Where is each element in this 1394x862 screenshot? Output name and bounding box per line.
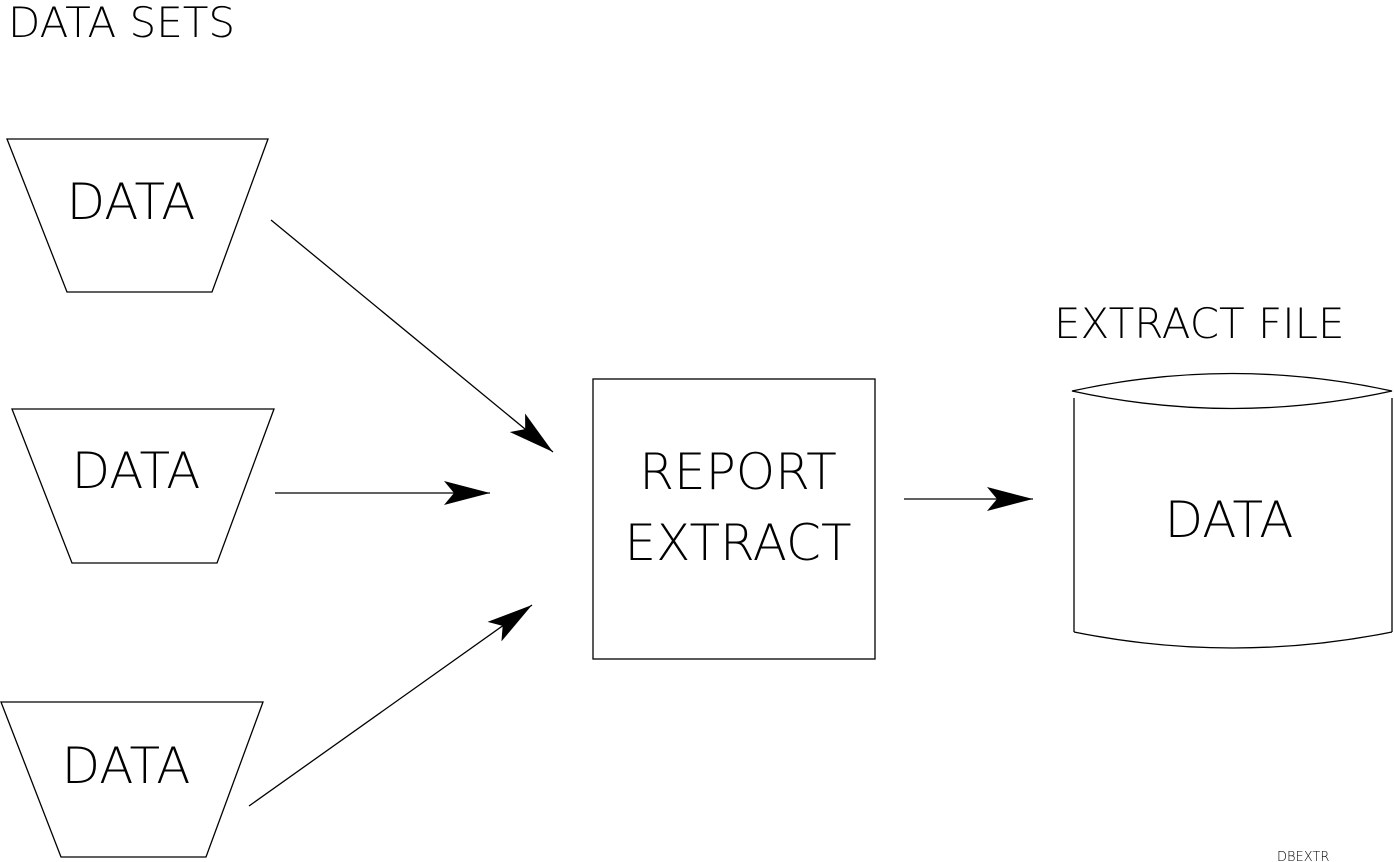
data-set-label: DATA <box>62 737 191 795</box>
arrow-data1-to-extract <box>270 219 554 453</box>
process-label-line1: REPORT <box>639 443 837 501</box>
data-set-2: DATA <box>11 408 275 564</box>
cylinder-top <box>1071 372 1393 410</box>
process-label-line2: EXTRACT <box>624 514 851 572</box>
data-set-1: DATA <box>6 138 269 293</box>
arrow-data3-to-extract <box>248 604 533 807</box>
extract-file-title: EXTRACT FILE <box>1054 299 1345 348</box>
data-set-shape <box>0 701 264 858</box>
data-set-label: DATA <box>72 442 201 500</box>
data-set-shape <box>11 408 275 564</box>
data-sets-title: DATA SETS <box>8 0 235 47</box>
report-extract-box: REPORT EXTRACT <box>592 378 876 660</box>
data-set-shape <box>6 138 269 293</box>
extract-file-cylinder: DATA <box>1071 372 1393 649</box>
data-set-3: DATA <box>0 701 264 858</box>
cylinder-bottom <box>1073 631 1393 649</box>
extract-file-label: DATA <box>1165 491 1294 549</box>
process-box <box>592 378 876 660</box>
data-set-label: DATA <box>67 173 196 231</box>
figure-id: DBEXTR <box>1277 850 1329 862</box>
